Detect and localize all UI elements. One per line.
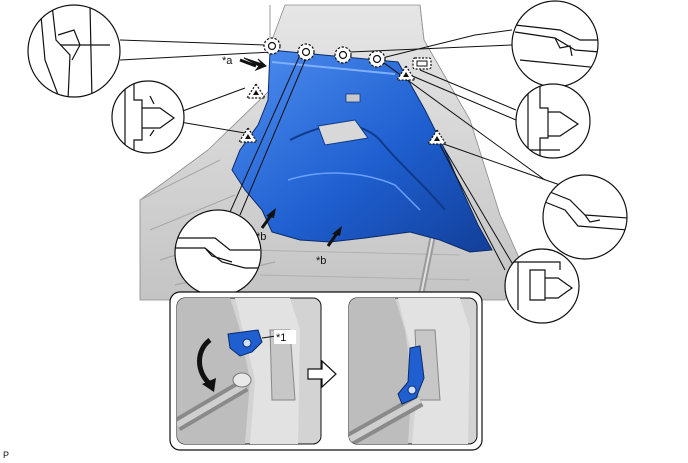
- arrow-icon: [266, 208, 276, 218]
- inset-before: *1: [176, 297, 322, 445]
- label-b1-group: *b: [256, 208, 276, 243]
- arrow-icon: [332, 226, 342, 236]
- detail-view-clip-top-right: [511, 0, 599, 88]
- detail-view-clip-top-left: [27, 4, 121, 98]
- step-arrow: [307, 359, 337, 389]
- corner-mark: P: [3, 450, 9, 460]
- label-one: *1: [276, 332, 286, 344]
- detail-view-claw-right: [515, 83, 591, 159]
- detail-view-claw-left: [111, 80, 185, 154]
- dashed-circle-icon: [368, 50, 386, 68]
- dashed-circle-icon: [297, 43, 315, 61]
- label-a: *a: [222, 55, 233, 67]
- detail-view-clip-right-middle: [542, 174, 628, 260]
- quarter-trim-panel: [231, 49, 493, 253]
- detail-view-clip-lower-left: [174, 209, 262, 297]
- dashed-rectangle-icon: [412, 57, 432, 70]
- label-b2-group: *b: [316, 226, 342, 267]
- dashed-circle-icon: [263, 37, 281, 55]
- label-b-right: *b: [316, 255, 326, 267]
- right-arrow-icon: [307, 359, 337, 389]
- arrow-icon: [243, 57, 267, 72]
- label-b-left: *b: [256, 231, 266, 243]
- inset-after: [348, 297, 478, 445]
- claw-marker-inners: [245, 72, 440, 141]
- rotation-arrow-icon: [197, 337, 212, 386]
- clip-marker-inners: [267, 41, 382, 64]
- pin-marker: [412, 57, 432, 70]
- dashed-circle-icon: [334, 46, 352, 64]
- clip-markers: [263, 37, 386, 68]
- detail-view-claw-bottom-right: [504, 248, 580, 324]
- label-a-group: *a: [222, 55, 267, 72]
